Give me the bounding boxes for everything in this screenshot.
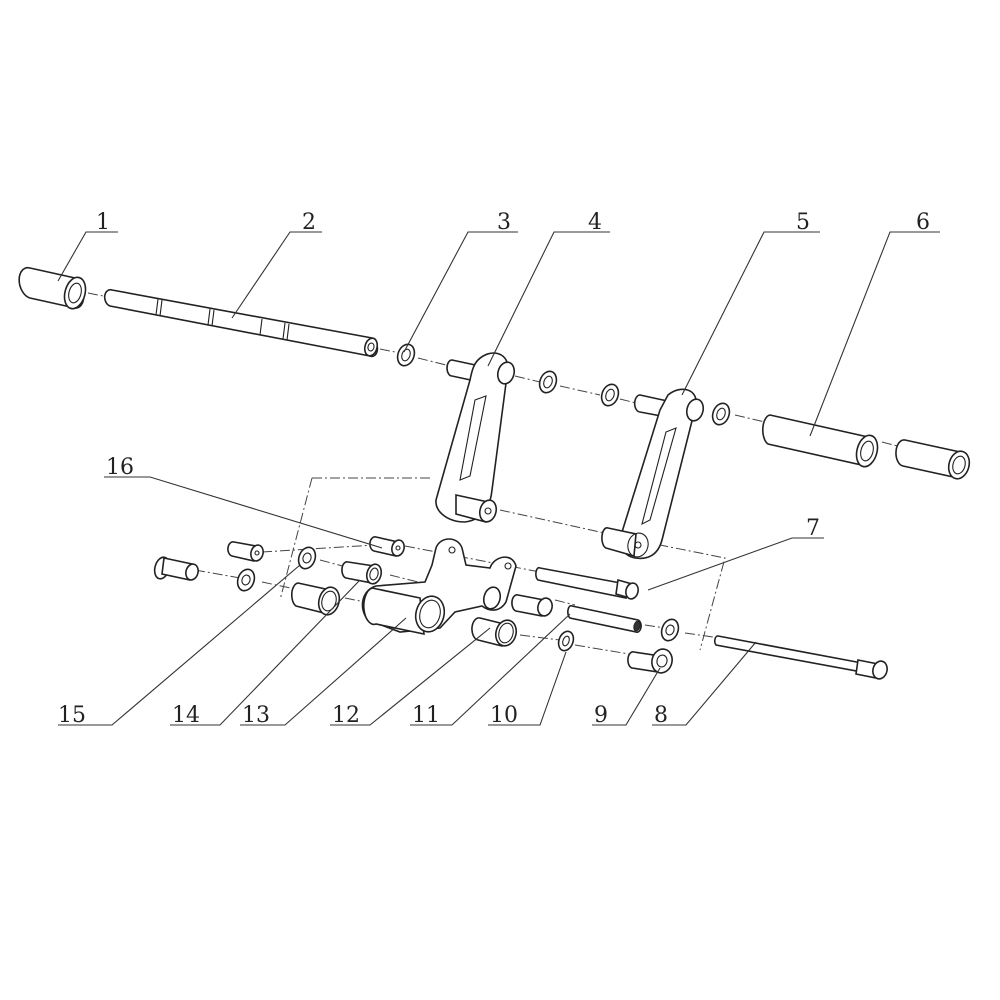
callout-2: 2: [302, 210, 316, 235]
small-flange-bushing: [227, 541, 264, 562]
spacer-sleeve: [511, 594, 553, 617]
callout-6: 6: [916, 210, 930, 235]
part-7-pin: [535, 566, 639, 600]
part-5-lever-arm: [601, 388, 705, 560]
part-12-rocker: [361, 538, 517, 636]
part-1-bushing: [18, 266, 87, 310]
callout-8: 8: [654, 703, 668, 728]
part-14-sleeve: [341, 561, 383, 585]
part-15-flange-bushing: [153, 556, 199, 581]
callout-11: 11: [412, 703, 440, 728]
callout-14: 14: [172, 703, 200, 728]
lower-washers-left: [236, 546, 317, 592]
callout-10: 10: [490, 703, 518, 728]
long-pin: [567, 604, 642, 633]
washer-pair: [538, 370, 620, 407]
callout-7: 7: [806, 516, 820, 541]
center-axes: [87, 292, 906, 656]
part-6-sleeve: [761, 414, 971, 480]
part-16-flange-bushing: [369, 536, 405, 557]
part-8-bolt: [714, 635, 888, 680]
leader-lines: [57, 231, 940, 726]
callout-15: 15: [58, 703, 86, 728]
callout-labels: 1 2 3 4 5 6 7 8 9 10 11 12 13 14 15 16: [58, 210, 930, 728]
part-13-bushing: [290, 582, 341, 616]
callout-9: 9: [594, 703, 608, 728]
washer-near-bolt: [660, 618, 680, 642]
part-9-flange-bushing: [627, 648, 673, 674]
part-11-bushing: [471, 617, 518, 647]
callout-13: 13: [242, 703, 270, 728]
part-2-shaft: [103, 288, 379, 358]
part-4-lever-arm: [435, 352, 516, 523]
callout-16: 16: [106, 455, 134, 480]
callout-4: 4: [588, 210, 602, 235]
callout-1: 1: [96, 210, 110, 235]
washer-right: [711, 402, 731, 426]
callout-5: 5: [796, 210, 810, 235]
part-10-washer: [557, 630, 575, 652]
callout-12: 12: [332, 703, 360, 728]
part-3-washer: [396, 343, 416, 367]
callout-3: 3: [497, 210, 511, 235]
